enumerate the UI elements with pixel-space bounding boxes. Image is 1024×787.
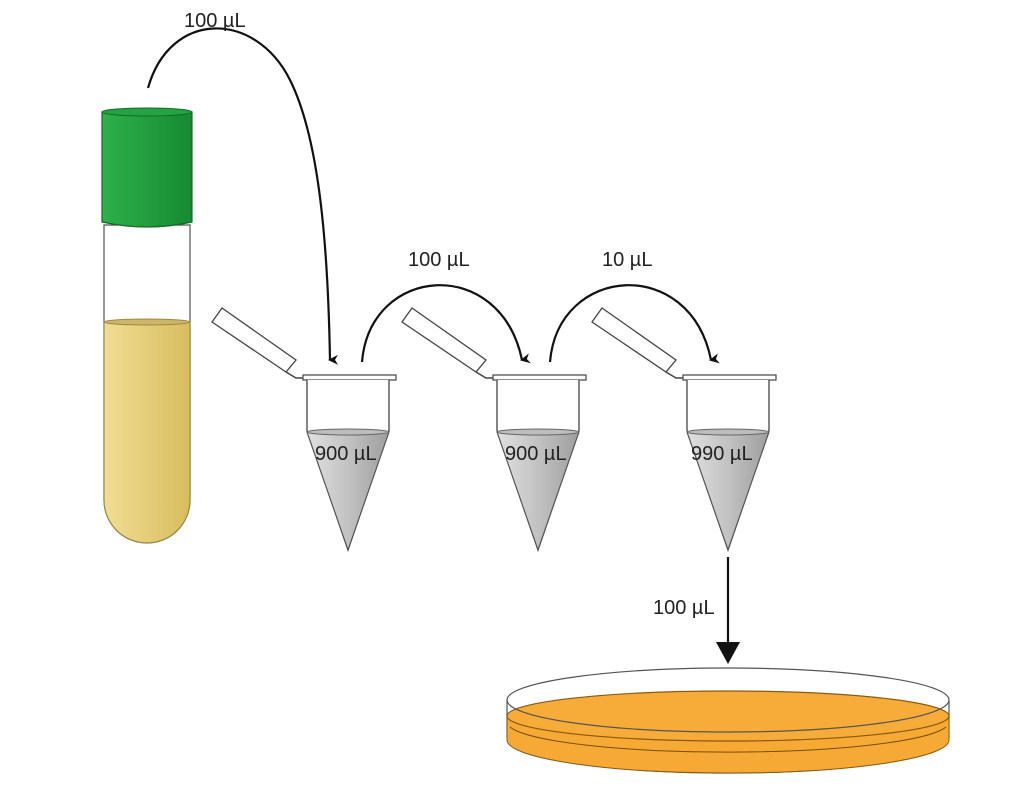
arrow-head bbox=[716, 642, 740, 664]
microtube-2: 900 µL bbox=[401, 307, 587, 553]
transfer-arrow-3 bbox=[548, 284, 720, 364]
transfer-label-2: 100 µL bbox=[408, 249, 470, 271]
transfer-label-1: 100 µL bbox=[184, 10, 246, 32]
tube-volume-1: 900 µL bbox=[315, 443, 377, 465]
agar-surface bbox=[506, 690, 950, 742]
transfer-label-4: 100 µL bbox=[653, 597, 715, 619]
microtube-lid bbox=[211, 307, 297, 373]
microtube-1: 900 µL bbox=[211, 307, 397, 553]
transfer-label-3: 10 µL bbox=[602, 249, 652, 271]
microtube-3: 990 µL bbox=[591, 307, 777, 553]
culture-test-tube bbox=[101, 107, 193, 544]
microtube-lid bbox=[591, 307, 677, 373]
transfer-arrow-2 bbox=[360, 284, 531, 364]
tube-volume-2: 900 µL bbox=[505, 443, 567, 465]
microtube-lid bbox=[401, 307, 487, 373]
tube-volume-3: 990 µL bbox=[691, 443, 753, 465]
transfer-arrow-1 bbox=[146, 27, 339, 365]
dish-rim bbox=[506, 667, 950, 733]
petri-dish bbox=[506, 667, 950, 774]
culture-liquid bbox=[103, 321, 191, 544]
tube-cap bbox=[101, 111, 193, 228]
